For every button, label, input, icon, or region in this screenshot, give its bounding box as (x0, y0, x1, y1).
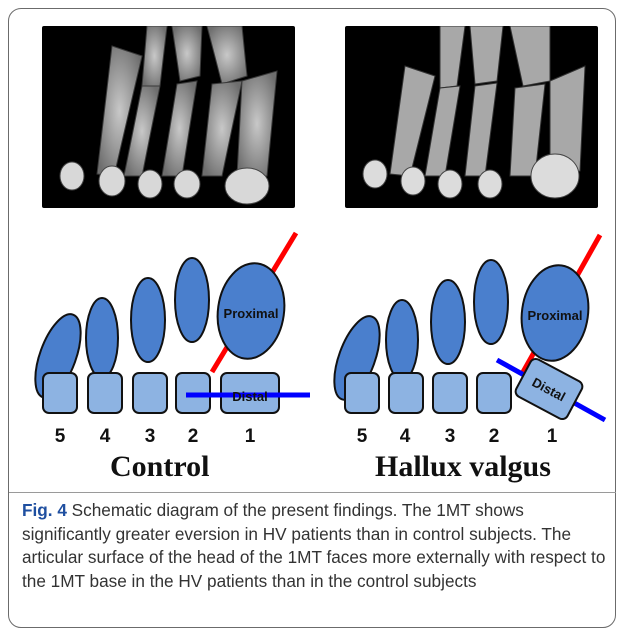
base-3 (133, 373, 167, 413)
metatarsal-3 (431, 280, 465, 364)
distal-label: Distal (232, 389, 267, 404)
digit-number-4: 4 (400, 426, 411, 447)
digit-number-5: 5 (55, 426, 66, 447)
digit-number-3: 3 (145, 426, 156, 447)
base-4 (88, 373, 122, 413)
metatarsal-4 (386, 300, 418, 380)
digit-number-3: 3 (445, 426, 456, 447)
control-panel-title: Control (110, 450, 209, 484)
hallux-valgus-panel-title: Hallux valgus (375, 450, 551, 484)
proximal-label: Proximal (528, 308, 583, 323)
digit-number-4: 4 (100, 426, 111, 447)
metatarsal-2 (175, 258, 209, 342)
digit-number-2: 2 (188, 426, 199, 447)
digit-number-5: 5 (357, 426, 368, 447)
base-5 (43, 373, 77, 413)
figure-caption: Fig. 4 Schematic diagram of the present … (22, 499, 607, 593)
metatarsal-2 (474, 260, 508, 344)
base-3 (433, 373, 467, 413)
base-5 (345, 373, 379, 413)
proximal-label: Proximal (224, 306, 279, 321)
caption-divider (9, 492, 616, 493)
metatarsal-3 (131, 278, 165, 362)
digit-number-1: 1 (547, 426, 558, 447)
hallux-valgus-schematic: Proximal Distal 5 4 3 2 1 (325, 235, 605, 447)
digit-number-2: 2 (489, 426, 500, 447)
metatarsal-4 (86, 298, 118, 378)
control-schematic: Proximal Distal 5 4 3 2 1 (26, 233, 310, 447)
base-4 (389, 373, 423, 413)
caption-text: Schematic diagram of the present finding… (22, 500, 605, 591)
base-2 (477, 373, 511, 413)
digit-number-1: 1 (245, 426, 256, 447)
figure-label: Fig. 4 (22, 500, 67, 520)
